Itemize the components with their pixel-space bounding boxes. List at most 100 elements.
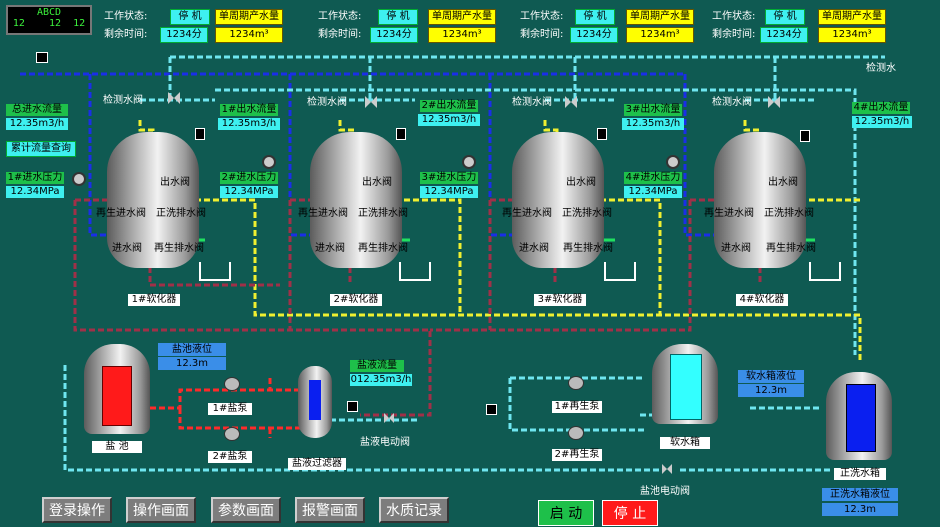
soft-water-tank-label: 软水箱 — [660, 437, 710, 449]
softener-tank[interactable] — [310, 132, 402, 268]
alarm-screen-button[interactable]: 报警画面 — [295, 497, 365, 523]
cycle-label: 单周期产水量 — [626, 9, 694, 25]
remain-label: 剩余时间: — [104, 29, 148, 40]
status-value: 停 机 — [378, 9, 418, 25]
valve-regen-in-label: 再生进水阀 — [298, 208, 348, 219]
valve-regen-in-label: 再生进水阀 — [96, 208, 146, 219]
cycle-value: 1234m³ — [428, 27, 496, 43]
brine-valve-icon[interactable] — [384, 413, 394, 423]
valve-out-label: 出水阀 — [566, 177, 596, 188]
wash-level-value: 12.3m — [822, 503, 898, 516]
valve-regen-out-label: 再生排水阀 — [563, 243, 613, 254]
brine-flow-value: 012.35m3/h — [350, 374, 412, 386]
cumulative-query-button[interactable]: 累计流量查询 — [6, 141, 76, 157]
pressure-label: 4#进水压力 — [624, 172, 682, 184]
out-flow-value: 12.35m3/h — [218, 118, 280, 130]
sensor-icon — [597, 128, 607, 140]
remain-value: 1234分 — [160, 27, 208, 43]
softener-name: 4#软化器 — [736, 294, 788, 306]
remain-value: 1234分 — [370, 27, 418, 43]
check-valve-label: 检测水阀 — [712, 97, 752, 108]
regen-pump-1-label: 1#再生泵 — [552, 401, 602, 413]
out-flow-value: 12.35m3/h — [852, 116, 912, 128]
flowmeter-icon — [486, 404, 497, 415]
regen-pump-1-icon[interactable] — [568, 376, 584, 390]
pressure-gauge-icon — [72, 172, 86, 186]
out-flow-value: 12.35m3/h — [622, 118, 684, 130]
out-flow-label: 2#出水流量 — [420, 100, 478, 112]
salt-level-value: 12.3m — [158, 357, 226, 370]
clock-time: 12 12 12 — [12, 18, 86, 29]
soft-level-fill — [670, 354, 702, 420]
check-valve-label: 检测水阀 — [103, 95, 143, 106]
valve-in-label: 进水阀 — [519, 243, 549, 254]
salt-level-label: 盐池液位 — [158, 343, 226, 356]
pressure-gauge-icon — [666, 155, 680, 169]
salt-pool-label: 盐 池 — [92, 441, 142, 453]
parameter-screen-button[interactable]: 参数画面 — [211, 497, 281, 523]
status-value: 停 机 — [575, 9, 615, 25]
valve-in-label: 进水阀 — [112, 243, 142, 254]
salt-pump-1-icon[interactable] — [224, 377, 240, 391]
brine-valve-label: 盐液电动阀 — [360, 437, 410, 448]
valve-icon[interactable] — [365, 96, 377, 108]
cycle-value: 1234m³ — [818, 27, 886, 43]
cycle-label: 单周期产水量 — [428, 9, 496, 25]
flowmeter-icon — [36, 52, 48, 63]
valve-out-label: 出水阀 — [362, 177, 392, 188]
softener-tank[interactable] — [512, 132, 604, 268]
water-quality-button[interactable]: 水质记录 — [379, 497, 449, 523]
cycle-label: 单周期产水量 — [818, 9, 886, 25]
salt-pump-2-icon[interactable] — [224, 427, 240, 441]
pressure-label: 3#进水压力 — [420, 172, 478, 184]
clock-label: ABCD — [36, 7, 62, 18]
start-button[interactable]: 启 动 — [538, 500, 594, 526]
wash-level-fill — [846, 384, 876, 452]
operation-screen-button[interactable]: 操作画面 — [126, 497, 196, 523]
valve-icon[interactable] — [565, 96, 577, 108]
remain-value: 1234分 — [570, 27, 618, 43]
softener-tank[interactable] — [714, 132, 806, 268]
remain-label: 剩余时间: — [318, 29, 362, 40]
inlet-pressure-value: 12.34MPa — [6, 186, 64, 198]
valve-in-label: 进水阀 — [721, 243, 751, 254]
valve-regen-in-label: 再生进水阀 — [502, 208, 552, 219]
out-flow-value: 12.35m3/h — [418, 114, 480, 126]
pressure-label: 2#进水压力 — [220, 172, 278, 184]
valve-wash-label: 正洗排水阀 — [764, 208, 814, 219]
valve-icon[interactable] — [168, 92, 180, 104]
softener-name: 2#软化器 — [330, 294, 382, 306]
brine-filter-fill — [309, 380, 321, 420]
regen-pump-2-icon[interactable] — [568, 426, 584, 440]
salt-pool-valve-icon[interactable] — [662, 464, 672, 474]
check-valve-label: 检测水阀 — [307, 97, 347, 108]
valve-regen-out-label: 再生排水阀 — [154, 243, 204, 254]
softener-name: 1#软化器 — [128, 294, 180, 306]
valve-regen-out-label: 再生排水阀 — [766, 243, 816, 254]
soft-level-value: 12.3m — [738, 384, 804, 397]
stop-button[interactable]: 停 止 — [602, 500, 658, 526]
status-label: 工作状态: — [712, 11, 756, 22]
status-value: 停 机 — [765, 9, 805, 25]
out-flow-label: 4#出水流量 — [852, 102, 910, 114]
brine-flow-label: 盐液流量 — [350, 360, 404, 372]
soft-level-label: 软水箱液位 — [738, 370, 804, 383]
wash-water-tank-label: 正洗水箱 — [834, 468, 886, 480]
valve-icon[interactable] — [768, 96, 780, 108]
remain-label: 剩余时间: — [712, 29, 756, 40]
valve-wash-label: 正洗排水阀 — [156, 208, 206, 219]
total-flow-value: 12.35m3/h — [6, 118, 68, 130]
salt-pump-2-label: 2#盐泵 — [208, 451, 252, 463]
softener-name: 3#软化器 — [534, 294, 586, 306]
valve-out-label: 出水阀 — [768, 177, 798, 188]
softener-tank[interactable] — [107, 132, 199, 268]
pressure-value: 12.34MPa — [624, 186, 682, 198]
pressure-value: 12.34MPa — [220, 186, 278, 198]
out-flow-label: 3#出水流量 — [624, 104, 682, 116]
login-button[interactable]: 登录操作 — [42, 497, 112, 523]
cycle-label: 单周期产水量 — [215, 9, 283, 25]
status-label: 工作状态: — [318, 11, 362, 22]
sensor-icon — [195, 128, 205, 140]
status-label: 工作状态: — [104, 11, 148, 22]
